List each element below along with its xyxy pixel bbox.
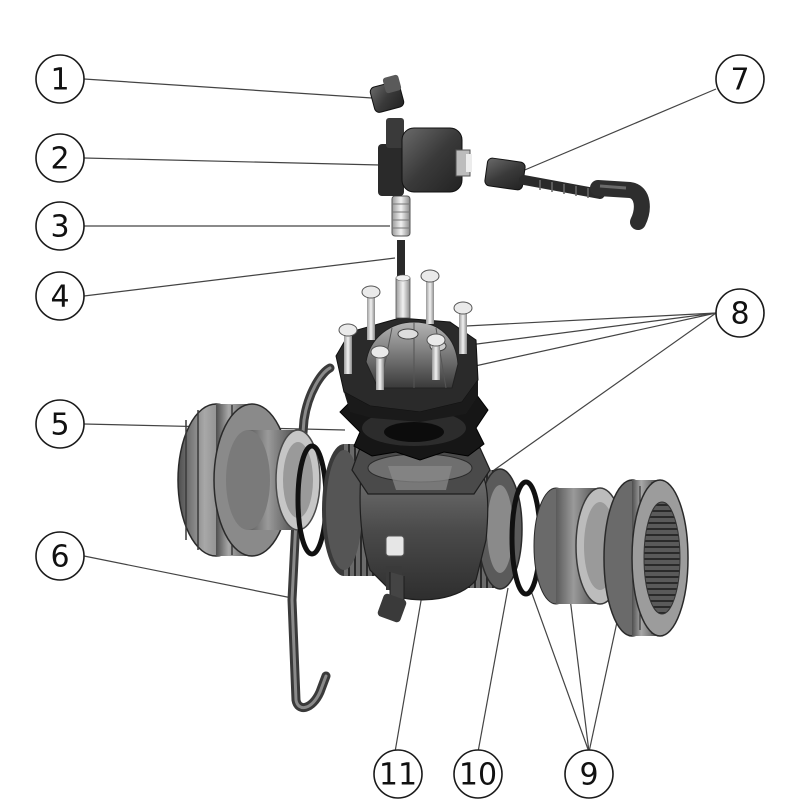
callout-5-label: 5 — [50, 408, 69, 443]
right-union-assembly — [533, 479, 689, 637]
body-fitting — [377, 535, 407, 623]
bonnet-screws — [338, 269, 473, 390]
callout-11: 11 — [373, 749, 423, 799]
leader-line-8a — [465, 312, 717, 327]
leader-line-8b — [445, 312, 717, 349]
callout-8-label: 8 — [730, 297, 749, 332]
bonnet-cover — [335, 317, 479, 422]
screw-2 — [361, 285, 381, 340]
callout-7-label: 7 — [730, 63, 749, 98]
callout-7: 7 — [715, 54, 765, 104]
screw-6 — [426, 333, 446, 380]
callout-10: 10 — [453, 749, 503, 799]
screw-4 — [453, 301, 473, 354]
leader-line-9c — [588, 607, 621, 753]
leader-line-6 — [83, 555, 293, 599]
leader-line-1 — [83, 78, 373, 99]
callout-6: 6 — [35, 531, 85, 581]
leader-line-9a — [529, 587, 590, 753]
screw-3 — [420, 269, 440, 324]
solenoid-adapter — [391, 195, 411, 237]
callout-3: 3 — [35, 201, 85, 251]
cable-connector — [484, 157, 650, 230]
callout-9: 9 — [564, 749, 614, 799]
callout-10-label: 10 — [459, 758, 497, 793]
callout-2-label: 2 — [50, 142, 69, 177]
leader-line-4 — [83, 257, 396, 297]
screw-5 — [370, 345, 390, 390]
valve-body — [322, 444, 523, 601]
leader-line-8c — [465, 312, 717, 369]
callout-8: 8 — [715, 288, 765, 338]
leader-line-10 — [477, 587, 509, 753]
callout-5: 5 — [35, 399, 85, 449]
top-elbow-fitting — [369, 74, 405, 113]
solenoid-coil — [378, 118, 472, 196]
leader-line-2 — [83, 157, 381, 166]
screw-1 — [338, 323, 358, 374]
callout-2: 2 — [35, 133, 85, 183]
callout-9-label: 9 — [579, 758, 598, 793]
callout-3-label: 3 — [50, 210, 69, 245]
callout-1-label: 1 — [50, 63, 69, 98]
leader-line-7 — [519, 88, 717, 173]
callout-1: 1 — [35, 54, 85, 104]
callout-4-label: 4 — [50, 280, 69, 315]
plunger-stem — [395, 240, 411, 319]
callout-4: 4 — [35, 271, 85, 321]
callout-6-label: 6 — [50, 540, 69, 575]
drain-tube — [287, 363, 335, 712]
callouts: 1 2 3 4 5 6 7 8 — [35, 54, 765, 799]
callout-11-label: 11 — [379, 758, 417, 793]
leader-line-9b — [569, 597, 590, 753]
